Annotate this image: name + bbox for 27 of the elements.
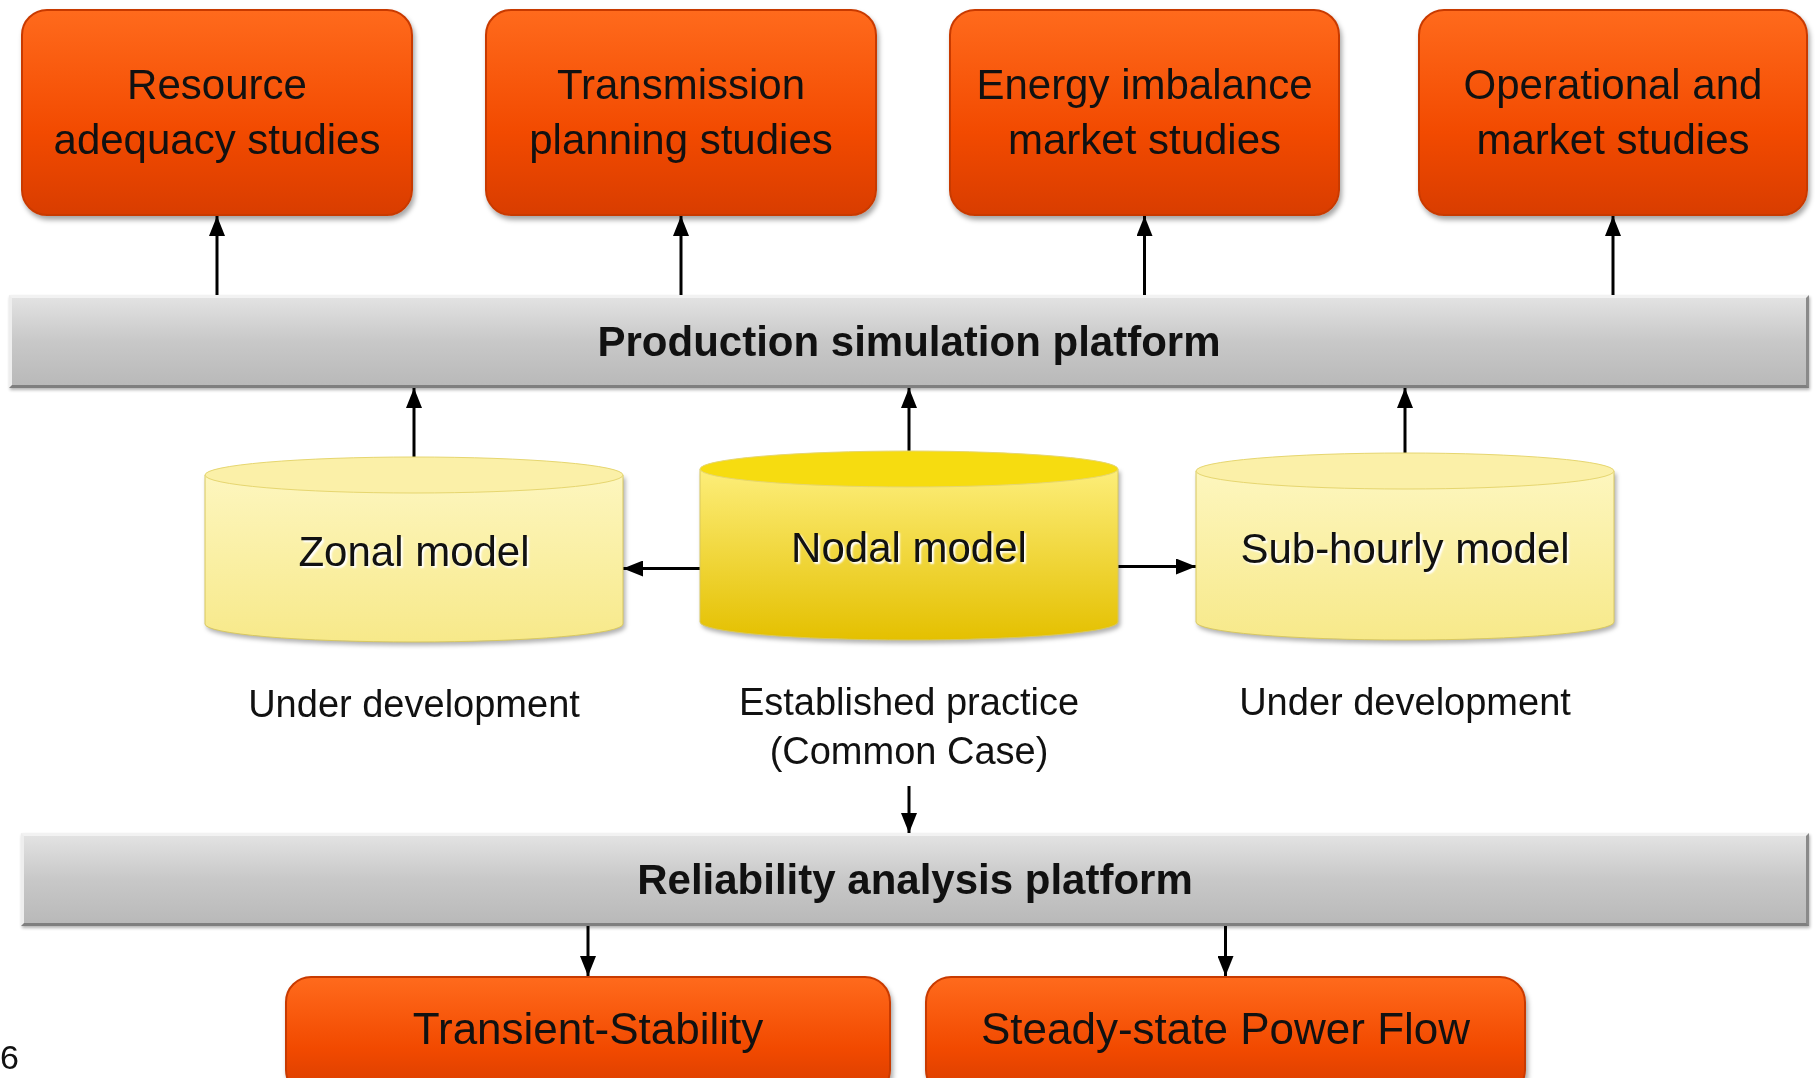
status-note: Under development (1238, 680, 1572, 725)
platform-bar: Reliability analysis platform (21, 833, 1809, 926)
study-box: Transient-Stability (285, 976, 891, 1078)
arrow (580, 926, 596, 976)
arrow (901, 786, 917, 833)
platform-bar: Production simulation platform (9, 295, 1809, 388)
model-label: Sub-hourly model (1239, 524, 1571, 573)
arrow (1397, 388, 1413, 453)
model-label: Zonal model (297, 527, 531, 576)
arrow (1217, 926, 1234, 976)
study-box: Steady-state Power Flow (925, 976, 1526, 1078)
arrow (406, 388, 422, 457)
arrow (673, 216, 689, 295)
study-box: Transmission planning studies (485, 9, 877, 216)
model-label: Nodal model (790, 523, 1028, 572)
arrow (623, 560, 700, 577)
arrow (901, 388, 917, 451)
arrow (209, 216, 225, 295)
arrow (1136, 216, 1153, 295)
arrow (1605, 216, 1621, 295)
study-box: Resource adequacy studies (21, 9, 413, 216)
page-number: 6 (0, 1038, 19, 1077)
study-box: Energy imbalance market studies (949, 9, 1340, 216)
arrow (1118, 558, 1196, 575)
study-box: Operational and market studies (1418, 9, 1808, 216)
status-note: Established practice (Common Case) (737, 680, 1081, 775)
status-note: Under development (247, 682, 581, 727)
